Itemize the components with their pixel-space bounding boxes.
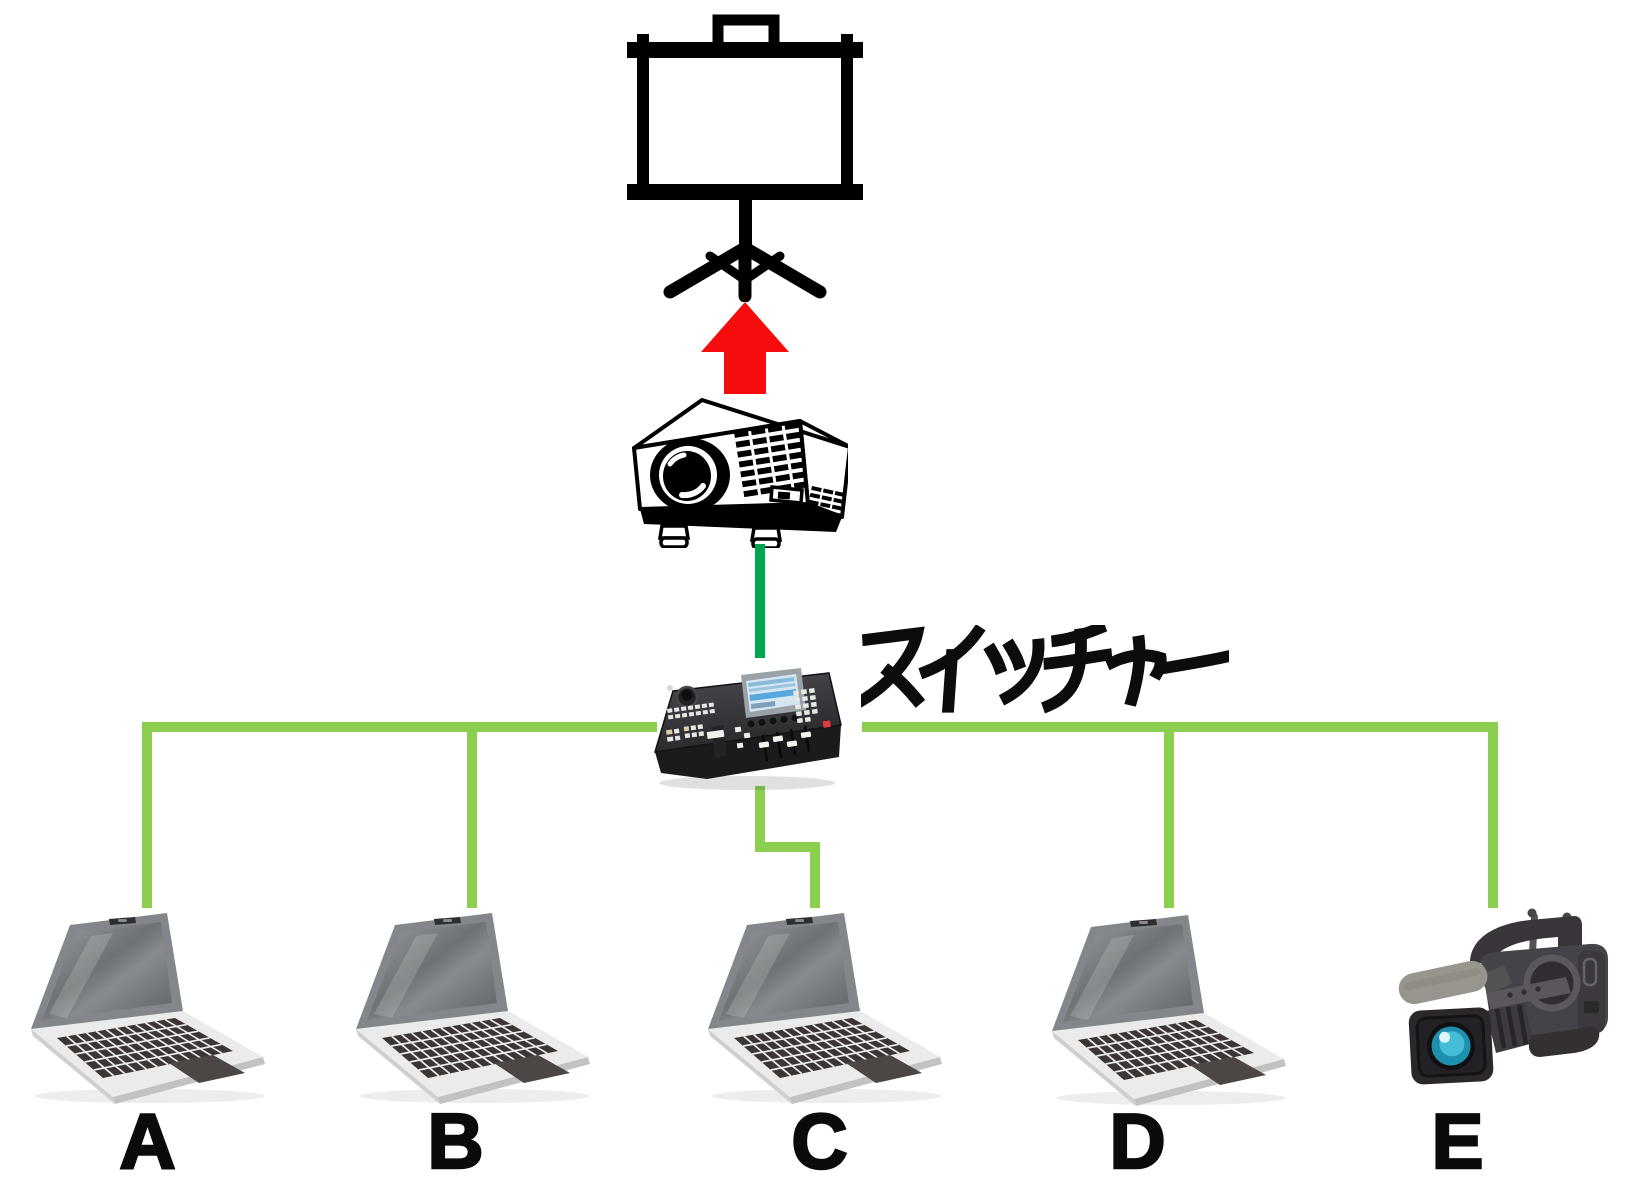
switcher-label-text: スイッチャー bbox=[0, 0, 1, 1]
camera-lens bbox=[1408, 1007, 1494, 1085]
switcher-label-strokes bbox=[861, 625, 1229, 714]
cable-drop-c-upper bbox=[755, 786, 765, 852]
cable-drop-b bbox=[467, 730, 477, 908]
screen-tripod-legs bbox=[663, 241, 827, 302]
screen-pole bbox=[739, 200, 752, 252]
projection-screen-icon bbox=[627, 14, 863, 302]
projector-side-vent bbox=[806, 486, 846, 518]
projector-side-handle bbox=[769, 485, 804, 505]
screen-surface bbox=[649, 58, 841, 184]
switcher-joystick bbox=[667, 685, 699, 709]
camera-grip bbox=[1528, 1027, 1600, 1057]
cable-projector-to-switcher bbox=[755, 544, 765, 658]
source-label-c: C bbox=[790, 1097, 849, 1185]
cable-drop-a bbox=[142, 722, 152, 908]
switcher-fader-caps bbox=[758, 731, 812, 749]
cable-drop-e bbox=[1488, 722, 1498, 908]
switcher-lcd bbox=[741, 668, 806, 718]
laptop-b-icon bbox=[340, 910, 602, 1106]
camera-microphone bbox=[1398, 960, 1512, 1005]
source-label-a: A bbox=[118, 1097, 177, 1185]
up-arrow-icon bbox=[701, 302, 789, 394]
source-label-d: D bbox=[1108, 1097, 1167, 1185]
cable-bus-right bbox=[862, 722, 1498, 732]
screen-right-post bbox=[841, 34, 853, 200]
screen-bottom-bar bbox=[627, 184, 863, 200]
camera-side-panel bbox=[1578, 951, 1605, 1033]
switcher-red-button bbox=[822, 720, 831, 728]
camera-lens-barrel bbox=[1486, 1003, 1534, 1053]
screen-tripod-braces bbox=[705, 251, 785, 285]
switcher-front bbox=[655, 725, 841, 779]
cable-drop-c-jog bbox=[755, 842, 820, 852]
cable-drop-d bbox=[1164, 730, 1174, 908]
laptop-a-icon bbox=[15, 910, 277, 1106]
switcher-icon bbox=[653, 668, 842, 790]
screen-top-bar bbox=[627, 42, 863, 58]
source-label-b: B bbox=[426, 1097, 485, 1185]
cable-drop-c-lower bbox=[810, 842, 820, 908]
switcher-tbar bbox=[706, 725, 727, 758]
video-camera-icon bbox=[1398, 908, 1608, 1085]
projector-icon bbox=[632, 398, 848, 548]
laptop-d-icon bbox=[1036, 912, 1298, 1108]
laptop-c-icon bbox=[692, 910, 954, 1106]
switcher-shadow bbox=[659, 776, 835, 790]
switcher-label bbox=[861, 625, 1229, 714]
switcher-center-buttons bbox=[734, 726, 751, 749]
cable-bus-left bbox=[142, 722, 657, 732]
switcher-button-grid-left bbox=[665, 702, 716, 742]
projector-lens bbox=[650, 438, 730, 512]
source-label-e: E bbox=[1430, 1097, 1485, 1185]
switcher-button-grid-right bbox=[793, 688, 818, 724]
camera-strap bbox=[1486, 977, 1571, 1009]
screen-left-post bbox=[637, 34, 649, 200]
